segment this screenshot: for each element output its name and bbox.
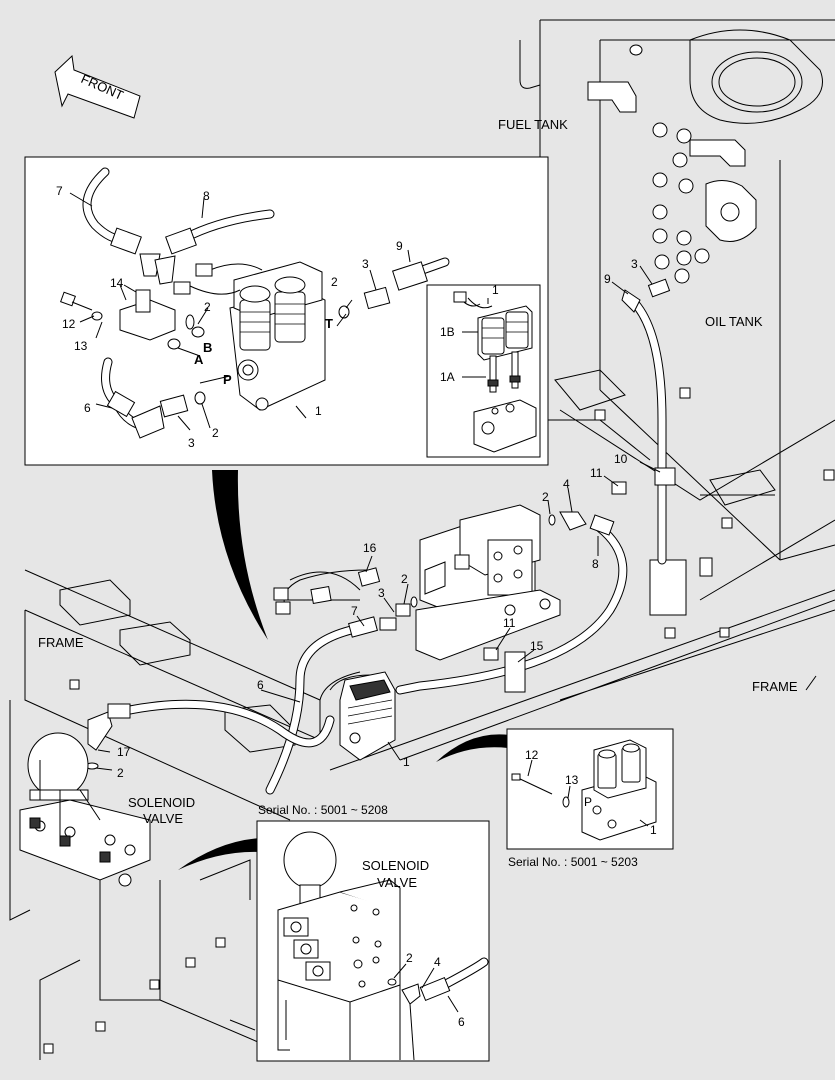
inset-solenoid: 2 4 6 SOLENOID VALVE xyxy=(256,820,490,1062)
port-b: B xyxy=(203,340,212,355)
main-fittings xyxy=(85,278,676,770)
fuel-tank-label: FUEL TANK xyxy=(498,117,568,132)
callout-2-c: 2 xyxy=(212,426,219,440)
callout-3-b: 3 xyxy=(188,436,195,450)
main-callout-2-c: 2 xyxy=(117,766,124,780)
lower-solenoid xyxy=(319,671,396,761)
accumulator-assembly xyxy=(19,732,151,887)
pointer-swooshes xyxy=(178,470,510,870)
callout-7: 7 xyxy=(56,184,63,198)
main-callouts: 3 9 10 11 2 4 8 16 2 3 7 11 15 6 17 2 1 xyxy=(95,257,661,780)
main-callout-11-b: 11 xyxy=(503,616,516,630)
callout-2-a: 2 xyxy=(204,300,211,314)
port-p: P xyxy=(223,372,232,387)
inset-top: 7 8 9 14 2 12 13 B A P T 3 2 6 3 2 1 1 1… xyxy=(24,156,549,466)
inset-solenoid-title-line1: SOLENOID xyxy=(362,858,429,873)
frame-label-left: FRAME xyxy=(38,635,84,650)
callout-12: 12 xyxy=(62,317,76,331)
front-arrow: FRONT xyxy=(54,54,141,119)
main-callout-3: 3 xyxy=(631,257,638,271)
inset-solenoid-serial: Serial No. : 5001 ~ 5208 xyxy=(258,803,388,817)
callout-2-b: 2 xyxy=(331,275,338,289)
callout-8: 8 xyxy=(203,189,210,203)
callout-6: 6 xyxy=(84,401,91,415)
main-callout-10: 10 xyxy=(614,452,628,466)
callout-1: 1 xyxy=(315,404,322,418)
main-callout-9: 9 xyxy=(604,272,611,286)
inset-solenoid-title-line2: VALVE xyxy=(377,875,417,890)
frame-label-right: FRAME xyxy=(752,679,798,694)
tank-structure xyxy=(519,19,835,639)
inset-valve: P 12 13 1 xyxy=(506,728,674,850)
inset-valve-serial: Serial No. : 5001 ~ 5203 xyxy=(508,855,638,869)
main-callout-17: 17 xyxy=(117,745,131,759)
valve-port-p: P xyxy=(584,795,592,809)
main-callout-3-b: 3 xyxy=(378,586,385,600)
port-t: T xyxy=(325,316,333,331)
main-callout-8: 8 xyxy=(592,557,599,571)
main-callout-16: 16 xyxy=(363,541,377,555)
sub-inset: 1 1B 1A xyxy=(426,283,541,458)
wire-harness xyxy=(273,567,381,615)
main-callout-4: 4 xyxy=(563,477,570,491)
main-hoses xyxy=(115,295,667,795)
valve-callout-1: 1 xyxy=(650,823,657,837)
main-callout-11-a: 11 xyxy=(590,466,603,480)
inset-solenoid-callout-2: 2 xyxy=(406,951,413,965)
inset-solenoid-callout-6: 6 xyxy=(458,1015,465,1029)
inset-solenoid-callout-4: 4 xyxy=(434,955,441,969)
port-a: A xyxy=(194,352,204,367)
sub-callout-1a: 1A xyxy=(440,370,455,384)
valve-callout-13: 13 xyxy=(565,773,579,787)
oil-tank-ports xyxy=(652,122,710,284)
main-callout-2-a: 2 xyxy=(542,490,549,504)
callout-13: 13 xyxy=(74,339,88,353)
callout-9: 9 xyxy=(396,239,403,253)
sub-callout-1b: 1B xyxy=(440,325,455,339)
sub-callout-1: 1 xyxy=(492,283,499,297)
oil-tank-label: OIL TANK xyxy=(705,314,763,329)
valve-callout-12: 12 xyxy=(525,748,539,762)
main-callout-2-b: 2 xyxy=(401,572,408,586)
main-callout-6: 6 xyxy=(257,678,264,692)
main-callout-7: 7 xyxy=(351,604,358,618)
solenoid-valve-label-line1: SOLENOID xyxy=(128,795,195,810)
solenoid-valve-label-line2: VALVE xyxy=(143,811,183,826)
callout-14: 14 xyxy=(110,276,124,290)
main-callout-15: 15 xyxy=(530,639,544,653)
callout-3-a: 3 xyxy=(362,257,369,271)
main-valve-block xyxy=(415,504,561,661)
main-callout-1: 1 xyxy=(403,755,410,769)
